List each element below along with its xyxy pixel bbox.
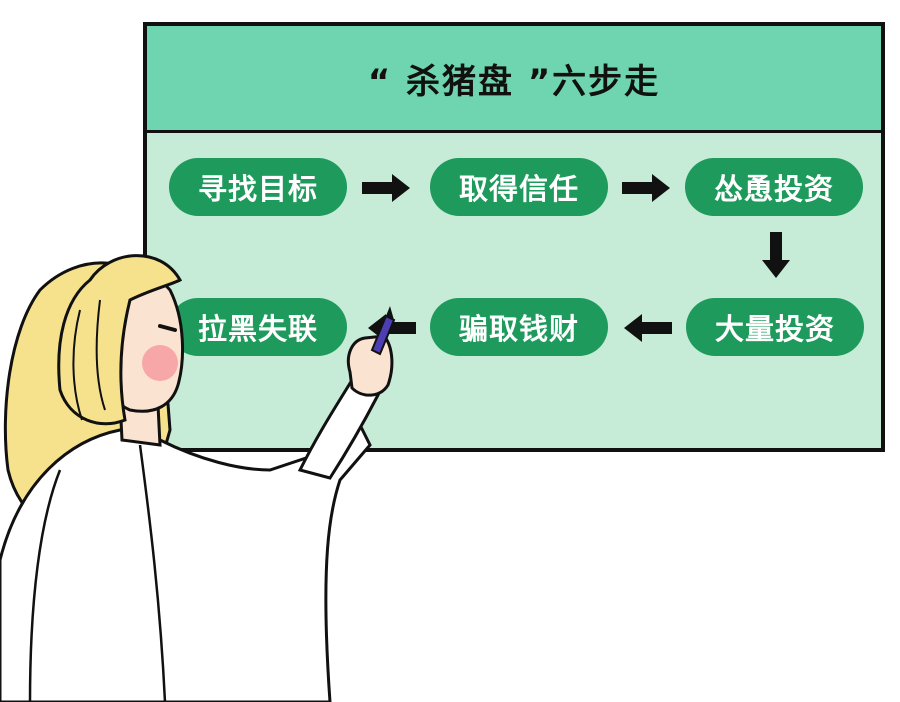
step-4: 大量投资 xyxy=(686,298,864,356)
left-arrow-icon xyxy=(624,314,672,342)
pointer-pen-icon xyxy=(370,306,396,356)
right-arrow-icon xyxy=(362,174,410,202)
step-6: 拉黑失联 xyxy=(169,298,347,356)
board: “ 杀猪盘 ”六步走 xyxy=(143,22,885,452)
step-2: 取得信任 xyxy=(430,158,608,216)
right-arrow-icon xyxy=(622,174,670,202)
step-1: 寻找目标 xyxy=(169,158,347,216)
down-arrow-icon xyxy=(762,232,790,278)
board-header: “ 杀猪盘 ”六步走 xyxy=(147,26,881,133)
step-3: 怂恿投资 xyxy=(685,158,863,216)
page-title: “ 杀猪盘 ”六步走 xyxy=(367,61,661,102)
step-5: 骗取钱财 xyxy=(430,298,608,356)
